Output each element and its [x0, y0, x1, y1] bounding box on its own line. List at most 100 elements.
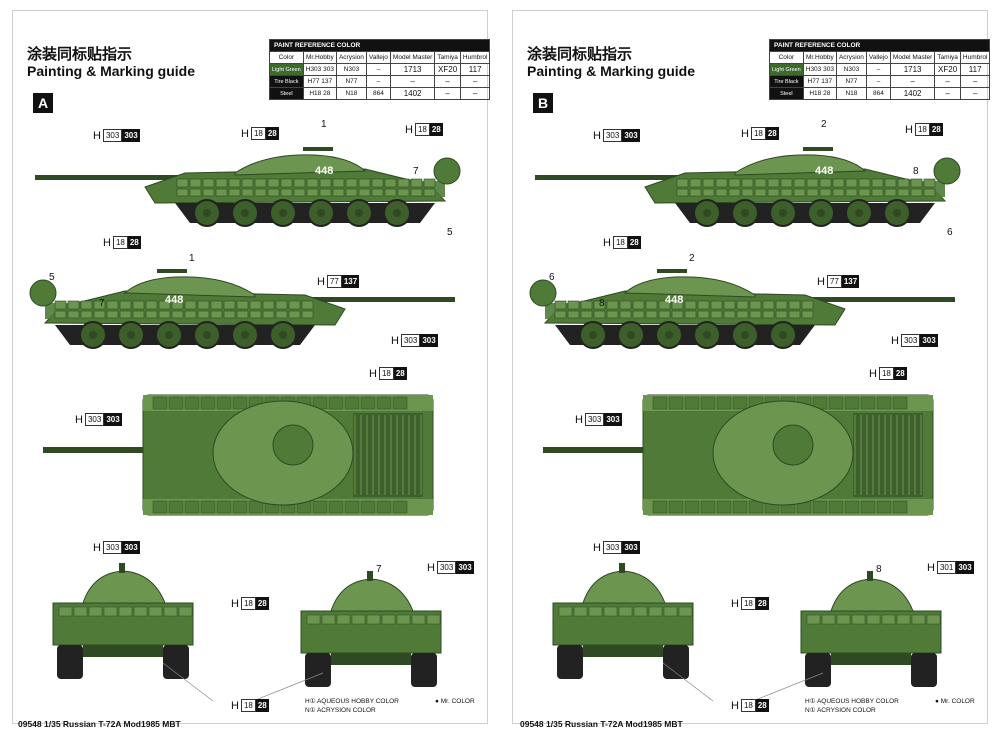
guide-title-cn: 涂装同标贴指示	[27, 45, 133, 63]
turret-number: 448	[665, 294, 684, 306]
tank-side-right	[529, 269, 955, 349]
callout-alt-code: 303	[956, 561, 974, 574]
paint-humbrol: –	[959, 87, 991, 100]
decal-number: 7	[376, 564, 382, 575]
paint-row: Tire Black H77 137 N77 – – – –	[269, 75, 491, 88]
paint-callout: H 303 303	[575, 413, 622, 426]
callout-code: 303	[602, 541, 623, 554]
callout-code: 18	[612, 236, 628, 249]
callout-prefix: H	[741, 127, 749, 140]
guide-title-en: Painting & Marking guide	[527, 63, 696, 79]
scheme-badge: A	[33, 93, 53, 113]
paint-row: Steel H18 28 N18 864 1402 – –	[769, 87, 991, 100]
guide-title-cn: 涂装同标贴指示	[527, 45, 633, 63]
paint-callout: H 18 28	[231, 699, 269, 712]
paint-callout: H 303 303	[93, 129, 140, 142]
callout-code: 18	[250, 127, 266, 140]
decal-number: 2	[689, 253, 695, 264]
tank-illustrations	[529, 147, 961, 702]
paint-callout: H 18 28	[603, 236, 641, 249]
paint-header: Model Master	[889, 51, 936, 64]
paint-callout: H 303 303	[593, 541, 640, 554]
callout-alt-code: 28	[755, 699, 769, 712]
turret-number: 448	[165, 294, 184, 306]
callout-prefix: H	[75, 413, 83, 426]
callout-alt-code: 303	[456, 561, 474, 574]
tank-top-view	[43, 394, 434, 516]
paint-header: Vallejo	[865, 51, 891, 64]
paint-callout: H 18 28	[905, 123, 943, 136]
callout-alt-code: 303	[420, 334, 438, 347]
callout-code: 303	[584, 413, 605, 426]
legend-acrysion: N① ACRYSION COLOR	[805, 707, 876, 714]
callout-prefix: H	[891, 334, 899, 347]
tank-side-left	[35, 147, 461, 227]
legend-aqueous: H① AQUEOUS HOBBY COLOR	[305, 698, 399, 705]
callout-prefix: H	[731, 597, 739, 610]
tank-front-view	[552, 563, 694, 679]
callout-prefix: H	[905, 123, 913, 136]
paint-callout: H 18 28	[869, 367, 907, 380]
paint-callout: H 18 28	[103, 236, 141, 249]
paint-callout: H 18 28	[731, 699, 769, 712]
paint-modelmaster: 1402	[889, 87, 936, 100]
paint-humbrol: –	[459, 87, 491, 100]
paint-hobby: H18 28	[802, 87, 837, 100]
tank-rear-view	[800, 571, 942, 687]
paint-callout: H 303 303	[75, 413, 122, 426]
paint-modelmaster: 1402	[389, 87, 436, 100]
paint-callout: H 301 303	[927, 561, 974, 574]
guide-title-en: Painting & Marking guide	[27, 63, 196, 79]
paint-callout: H 77 137	[817, 275, 860, 288]
callout-prefix: H	[231, 699, 239, 712]
legend-aqueous: H① AQUEOUS HOBBY COLOR	[805, 698, 899, 705]
decal-number: 8	[913, 166, 919, 177]
callout-alt-code: 28	[255, 699, 269, 712]
callout-prefix: H	[817, 275, 825, 288]
paint-callout: H 303 303	[391, 334, 438, 347]
callout-alt-code: 303	[622, 129, 640, 142]
legend-acrysion: N① ACRYSION COLOR	[305, 707, 376, 714]
callout-alt-code: 28	[755, 597, 769, 610]
callout-alt-code: 28	[893, 367, 907, 380]
paint-callout: H 303 303	[593, 129, 640, 142]
callout-prefix: H	[93, 129, 101, 142]
callout-prefix: H	[241, 127, 249, 140]
callout-alt-code: 303	[122, 541, 140, 554]
callout-code: 18	[414, 123, 430, 136]
callout-alt-code: 28	[929, 123, 943, 136]
callout-code: 18	[914, 123, 930, 136]
callout-code: 303	[102, 541, 123, 554]
paint-color-name: Tire Black	[769, 75, 804, 88]
paint-row: Light Green H303 303 N303 – 1713 XF20 11…	[269, 63, 491, 76]
tank-illustrations	[29, 147, 461, 702]
turret-number: 448	[315, 165, 334, 177]
callout-code: 303	[102, 129, 123, 142]
callout-prefix: H	[391, 334, 399, 347]
paint-callout: H 303 303	[427, 561, 474, 574]
paint-callout: H 18 28	[405, 123, 443, 136]
callout-alt-code: 28	[127, 236, 141, 249]
tank-side-left	[535, 147, 961, 227]
decal-number: 6	[947, 227, 953, 238]
paint-table-caption: PAINT REFERENCE COLOR	[268, 39, 491, 52]
paint-header: Vallejo	[365, 51, 391, 64]
tank-front-view	[52, 563, 194, 679]
callout-alt-code: 28	[255, 597, 269, 610]
paint-header: Humbrol	[959, 51, 991, 64]
callout-prefix: H	[593, 541, 601, 554]
tank-top-view	[543, 394, 934, 516]
callout-prefix: H	[405, 123, 413, 136]
callout-code: 18	[878, 367, 894, 380]
callout-code: 303	[84, 413, 105, 426]
decal-number: 8	[599, 298, 605, 309]
tank-rear-view	[300, 571, 442, 687]
callout-code: 18	[112, 236, 128, 249]
callout-code: 77	[326, 275, 342, 288]
callout-code: 18	[378, 367, 394, 380]
legend-b: H① AQUEOUS HOBBY COLOR N① ACRYSION COLOR…	[805, 697, 975, 715]
callout-alt-code: 28	[765, 127, 779, 140]
callout-prefix: H	[575, 413, 583, 426]
decal-number: 5	[447, 227, 453, 238]
